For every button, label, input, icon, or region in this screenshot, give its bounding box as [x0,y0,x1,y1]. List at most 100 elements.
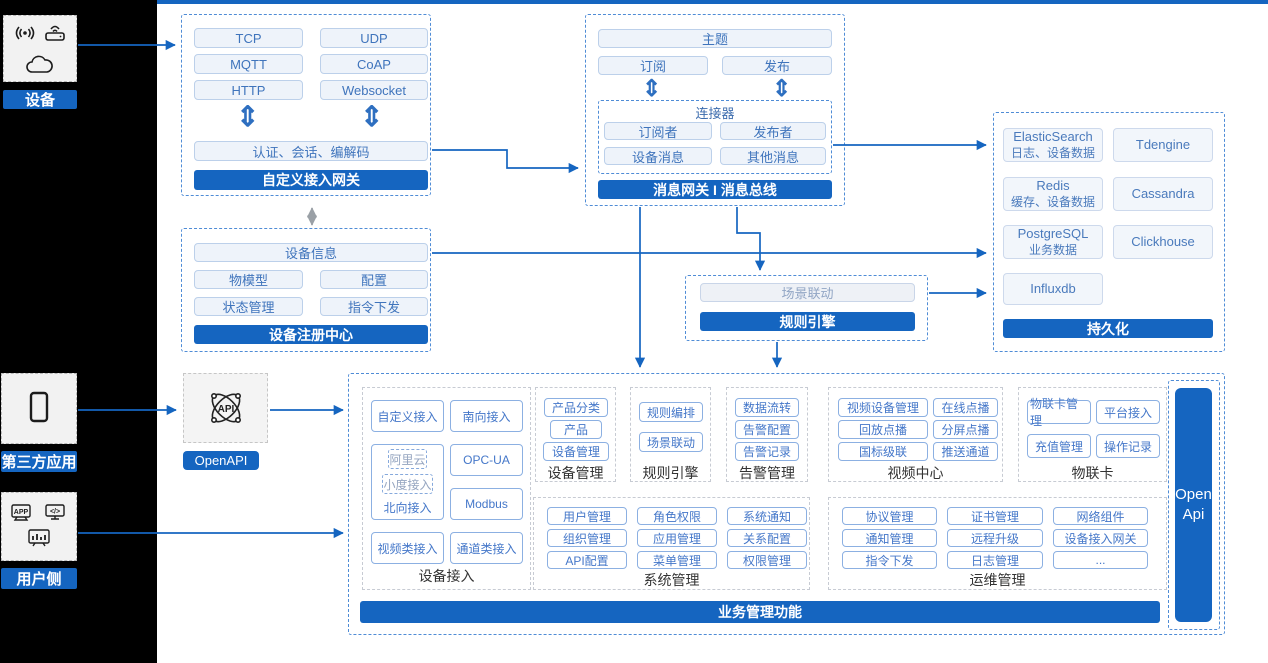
cell-gb-cascade: 国标级联 [838,442,928,461]
section-alarm-mgmt [726,387,808,482]
cell-ellipsis: ... [1053,551,1148,569]
cell-product: 产品 [550,420,602,439]
section-label-device-mgmt: 设备管理 [547,465,604,481]
cell-org-mgmt: 组织管理 [547,529,627,547]
cell-role-permission: 角色权限 [637,507,717,525]
section-label-system-mgmt: 系统管理 [643,572,700,588]
user-side-icons: APP </> [11,504,65,547]
section-label-device-access: 设备接入 [418,568,475,584]
store-desc: 业务数据 [1028,242,1077,257]
store-desc: 日志、设备数据 [1010,145,1095,160]
cell-cert-mgmt: 证书管理 [947,507,1043,525]
openapi-icon-text: API [217,404,234,415]
cell-playback-vod: 回放点播 [838,420,928,439]
cell-network-component: 网络组件 [1053,507,1148,525]
cell-scene-linkage: 场景联动 [639,432,703,452]
section-system-mgmt [533,497,810,590]
store-postgresql: PostgreSQL 业务数据 [1003,225,1103,259]
publisher-cell: 发布者 [720,122,826,140]
status-mgmt-cell: 状态管理 [194,297,303,316]
code-icon-text: </> [50,509,60,516]
section-label-ops-mgmt: 运维管理 [969,572,1026,588]
cell-iot-card-mgmt: 物联卡管理 [1027,397,1091,428]
section-label-alarm-mgmt: 告警管理 [739,465,795,481]
section-rule-engine [630,387,711,482]
updown-arrow-icon: ⇕ [360,101,384,132]
cell-aliyun: 阿里云 [388,449,427,469]
user-side-box: APP </> [1,492,77,561]
app-icon-text: APP [14,509,29,516]
store-desc: 缓存、设备数据 [1010,194,1095,209]
section-label-iot-card: 物联卡 [1071,465,1114,481]
openapi-label-text: OpenAPI [194,453,248,468]
user-side-label-text: 用户侧 [16,571,62,588]
store-clickhouse: Clickhouse [1113,225,1213,259]
app-monitor-icon: APP [11,504,31,521]
cell-api-config: API配置 [547,551,627,569]
cell-northbound-access: 阿里云 小度接入 北向接入 [371,444,444,520]
section-ops-mgmt [828,497,1167,590]
chart-monitor-icon [28,529,50,547]
cell-modbus: Modbus [450,488,523,520]
cell-xiaodu-access: 小度接入 [382,474,433,494]
cell-online-vod: 在线点播 [933,398,998,417]
persistence-title-bar: 持久化 [1003,319,1213,338]
rule-engine-panel [685,275,928,341]
video-center-grid: 视频设备管理 在线点播 回放点播 分屏点播 国标级联 推送通道 [838,398,998,461]
device-access-grid: 自定义接入 南向接入 OPC-UA 阿里云 小度接入 北向接入 Modbus 视… [371,400,523,564]
device-info-cell: 设备信息 [194,243,428,262]
protocol-tcp: TCP [194,28,303,48]
topic-cell: 主题 [598,29,832,48]
store-name: Redis [1036,178,1070,194]
openapi-label: OpenAPI [183,451,259,470]
cell-remote-upgrade: 远程升级 [947,529,1043,547]
smartphone-icon [29,391,49,423]
bus-panel [585,14,845,206]
updown-arrow-icon: ⇕ [642,75,662,101]
rule-engine-title-bar: 规则引擎 [700,312,915,331]
cell-push-channel: 推送通道 [933,442,998,461]
open-api-line1: Open [1175,485,1212,503]
openapi-node-box: API [183,373,268,443]
cell-permission-mgmt: 权限管理 [727,551,807,569]
cell-alarm-records: 告警记录 [735,442,799,461]
cell-app-mgmt: 应用管理 [637,529,717,547]
cell-operation-records: 操作记录 [1096,434,1160,458]
cell-log-mgmt: 日志管理 [947,551,1043,569]
cell-channel-access: 通道类接入 [450,532,523,564]
wireless-signal-icon [15,26,35,40]
business-panel [348,373,1225,635]
store-name: Influxdb [1030,280,1076,296]
store-name: Cassandra [1131,185,1195,201]
store-name: ElasticSearch [1013,129,1093,145]
code-monitor-icon: </> [45,504,65,520]
protocol-websocket: Websocket [320,80,428,100]
cell-device-access-gateway: 设备接入网关 [1053,529,1148,547]
cell-splitscreen-vod: 分屏点播 [933,420,998,439]
section-label-rule-engine: 规则引擎 [642,465,699,481]
cell-alarm-config: 告警配置 [735,420,799,439]
section-iot-card [1018,387,1167,482]
openapi-atom-icon: API [210,393,241,423]
connector-panel [598,100,832,174]
connector-title: 连接器 [695,106,735,121]
section-device-access [362,387,531,590]
gateway-router-icon [45,25,65,41]
cell-menu-mgmt: 菜单管理 [637,551,717,569]
store-influxdb: Influxdb [1003,273,1103,305]
northbound-label: 北向接入 [383,501,432,515]
cell-video-device-mgmt: 视频设备管理 [838,398,928,417]
business-title-bar: 业务管理功能 [360,601,1160,623]
store-redis: Redis 缓存、设备数据 [1003,177,1103,211]
subscriber-cell: 订阅者 [604,122,712,140]
cell-protocol-mgmt: 协议管理 [842,507,937,525]
cell-relation-config: 关系配置 [727,529,807,547]
section-device-mgmt [535,387,616,482]
open-api-column-panel [1168,380,1220,630]
cell-custom-access: 自定义接入 [371,400,444,432]
cell-recharge-mgmt: 充值管理 [1027,434,1091,458]
updown-arrow-icon: ⇕ [236,101,260,132]
cell-product-category: 产品分类 [544,398,608,417]
store-name: Clickhouse [1131,233,1195,249]
cell-video-access: 视频类接入 [371,532,444,564]
